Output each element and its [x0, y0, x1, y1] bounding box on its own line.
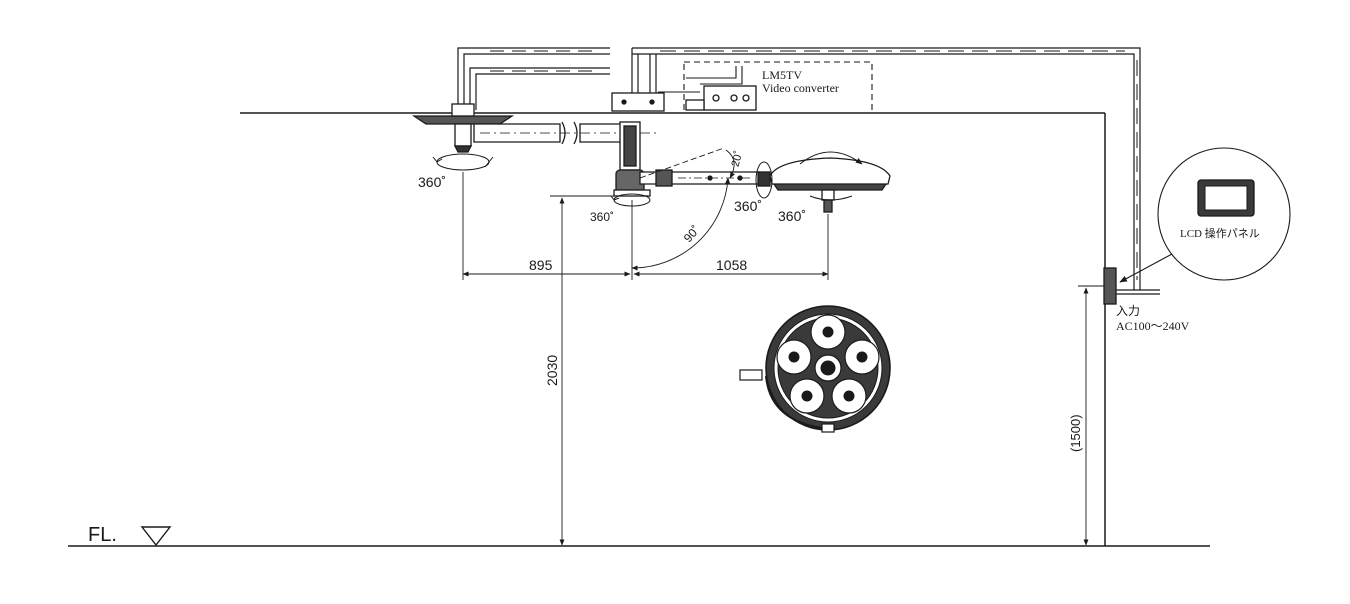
power-input-label: 入力 — [1116, 304, 1140, 318]
converter-model: LM5TV — [762, 68, 802, 82]
arm-swing-label: 90˚ — [681, 223, 703, 245]
dim-mount-height: 2030 — [544, 355, 560, 386]
lcd-panel-label: LCD 操作パネル — [1180, 226, 1260, 240]
ceiling-line — [240, 112, 1106, 546]
cable-conduit — [457, 47, 1141, 290]
converter-name: Video converter — [762, 81, 839, 95]
handle-rotation-label: 360˚ — [778, 208, 806, 224]
floor-marker-icon — [140, 526, 172, 547]
joint-rotation-label: 360˚ — [590, 210, 614, 224]
arm-tilt-label: 20˚ — [730, 150, 746, 168]
head-tilt-arc — [799, 151, 863, 201]
ceiling-rotation-label: 360˚ — [418, 174, 446, 190]
power-input-spec: AC100～240V — [1116, 319, 1190, 333]
video-converter-outline — [683, 61, 873, 114]
arm-tilt-indicator — [639, 147, 735, 179]
dim-panel-height: (1500) — [1068, 414, 1083, 452]
floor-label: FL. — [88, 524, 117, 546]
arm-swing-arc — [631, 177, 731, 271]
head-yoke-rotation-label: 360˚ — [734, 198, 762, 214]
ceiling-canopy — [411, 103, 515, 153]
dimension-lines — [462, 172, 1104, 546]
junction-box — [611, 92, 665, 112]
light-head-side — [757, 157, 891, 213]
ceiling-rotation-icon — [432, 153, 494, 171]
spring-arm — [639, 169, 761, 187]
lcd-screen-icon — [1197, 179, 1255, 217]
video-converter-box — [685, 85, 757, 111]
head-yoke-rotation-icon — [755, 161, 773, 199]
dim-arm-horizontal: 895 — [529, 257, 553, 273]
panel-callout — [1119, 147, 1291, 283]
dim-head-reach: 1058 — [716, 257, 747, 273]
light-head-front — [739, 305, 891, 433]
wall-panel — [1103, 267, 1160, 305]
